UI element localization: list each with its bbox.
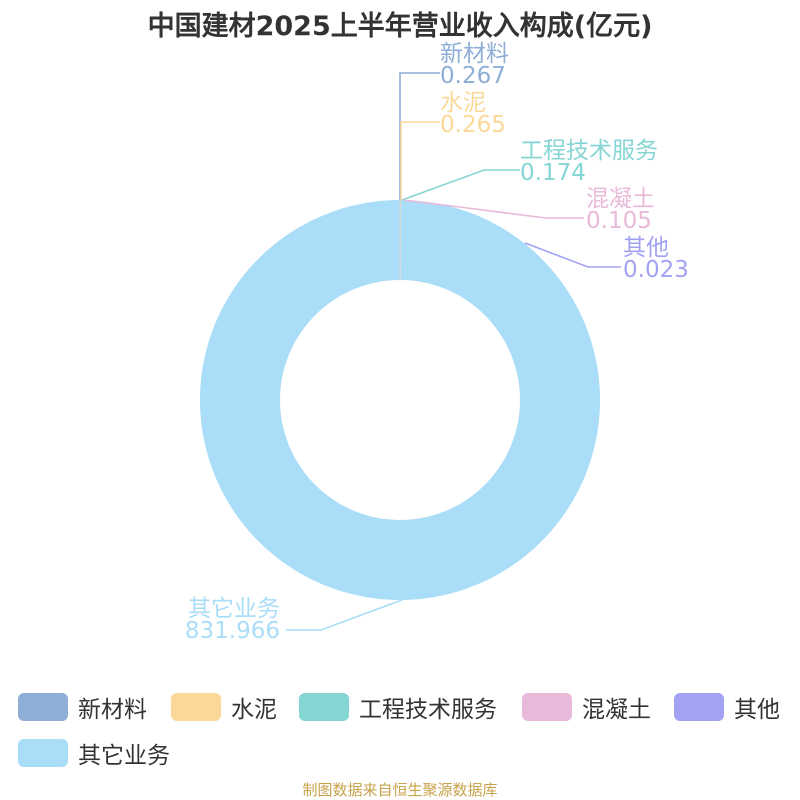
source-note: 制图数据来自恒生聚源数据库 <box>302 781 498 799</box>
label-leader-line <box>524 242 621 268</box>
label-leader-line <box>403 199 584 219</box>
chart-title: 中国建材2025上半年营业收入构成(亿元) <box>147 11 653 42</box>
legend-label: 混凝土 <box>582 697 651 723</box>
label-leader-line <box>400 121 440 200</box>
slice-label-name: 工程技术服务 <box>520 138 658 164</box>
legend-label: 其他 <box>734 697 780 723</box>
donut-slice[interactable] <box>200 200 600 600</box>
slice-label-value: 0.265 <box>440 112 506 138</box>
slice-label-name: 其它业务 <box>188 596 280 622</box>
legend-item-cement[interactable]: 水泥 <box>171 690 277 724</box>
legend-label: 工程技术服务 <box>359 697 497 723</box>
donut-slice[interactable] <box>400 200 402 281</box>
legend-swatch <box>299 693 349 721</box>
slice-label-value: 0.174 <box>520 160 586 186</box>
label-leader-line <box>399 72 440 200</box>
legend-label: 其它业务 <box>78 743 170 769</box>
legend-label: 水泥 <box>231 697 277 723</box>
donut-slice[interactable] <box>400 200 402 281</box>
slice-label-name: 其他 <box>623 235 669 261</box>
legend-swatch <box>18 693 68 721</box>
slice-label-value: 831.966 <box>185 618 280 644</box>
legend-item-concrete[interactable]: 混凝土 <box>522 690 651 724</box>
label-leader-line <box>286 599 403 631</box>
slice-label-name: 新材料 <box>440 41 509 67</box>
slice-label-name: 混凝土 <box>586 186 655 212</box>
slice-label-value: 0.267 <box>440 63 506 89</box>
label-leader-line <box>401 169 520 201</box>
legend-item-new-materials[interactable]: 新材料 <box>18 690 147 724</box>
slice-label-value: 0.105 <box>586 208 652 234</box>
legend-swatch <box>18 739 68 767</box>
donut-slice[interactable] <box>400 200 402 281</box>
legend-swatch <box>522 693 572 721</box>
legend-item-other[interactable]: 其他 <box>674 690 780 724</box>
legend-item-engineering-services[interactable]: 工程技术服务 <box>299 690 497 724</box>
slice-label-name: 水泥 <box>440 90 486 116</box>
slice-label-value: 0.023 <box>623 257 689 283</box>
legend-swatch <box>171 693 221 721</box>
legend-swatch <box>674 693 724 721</box>
legend-label: 新材料 <box>78 697 147 723</box>
legend-item-other-business[interactable]: 其它业务 <box>18 736 170 770</box>
